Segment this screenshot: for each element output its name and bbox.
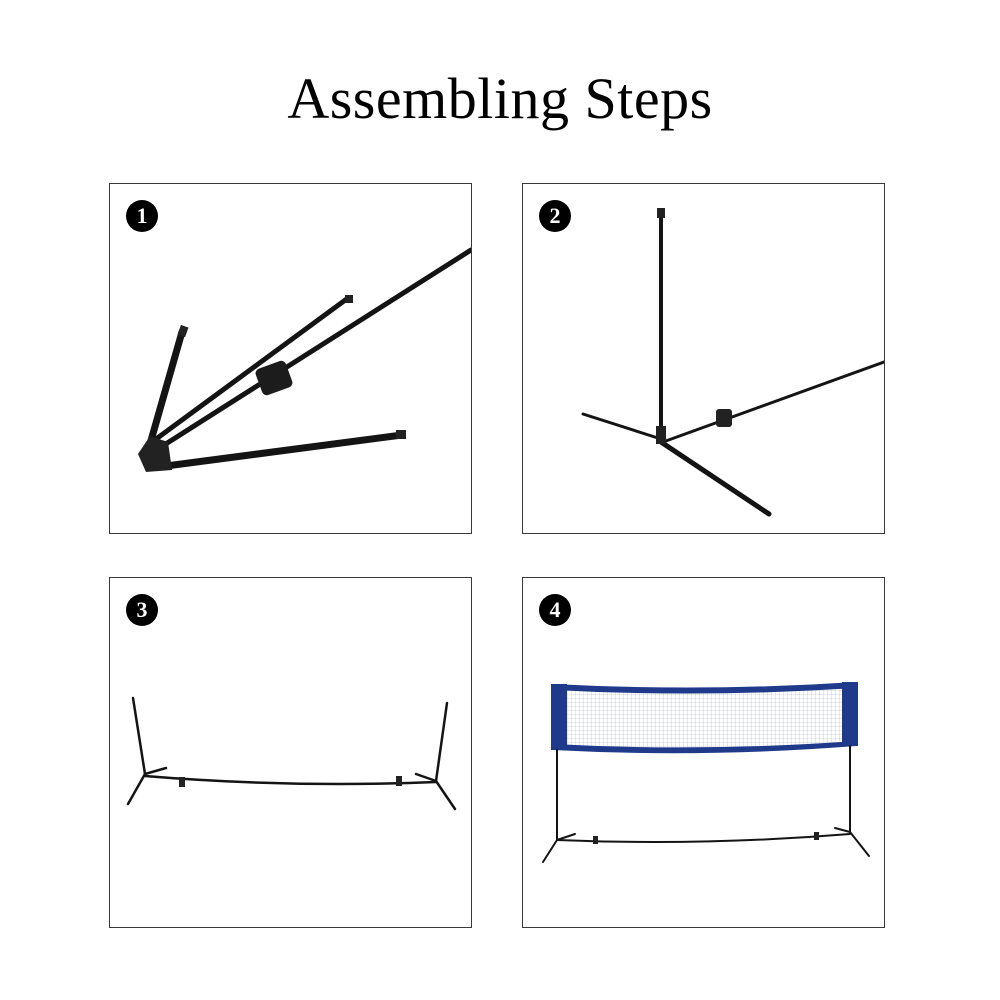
page-title: Assembling Steps: [287, 66, 713, 131]
step-number-badge: 2: [539, 200, 571, 232]
step-panel-3: 3: [109, 577, 472, 928]
folded-frame-poles-icon: [138, 247, 471, 472]
step-number-badge: 4: [539, 594, 571, 626]
net-attached-icon: [542, 682, 870, 863]
step-panel-2: 2: [522, 183, 885, 534]
step-number-badge: 3: [126, 594, 158, 626]
step-number-badge: 1: [126, 200, 158, 232]
connector-block: [255, 360, 293, 396]
step-panel-4: 4: [522, 577, 885, 928]
single-stand-upright-icon: [581, 208, 884, 517]
step-panel-1: 1: [109, 183, 472, 534]
frame-assembled-icon: [126, 696, 457, 811]
